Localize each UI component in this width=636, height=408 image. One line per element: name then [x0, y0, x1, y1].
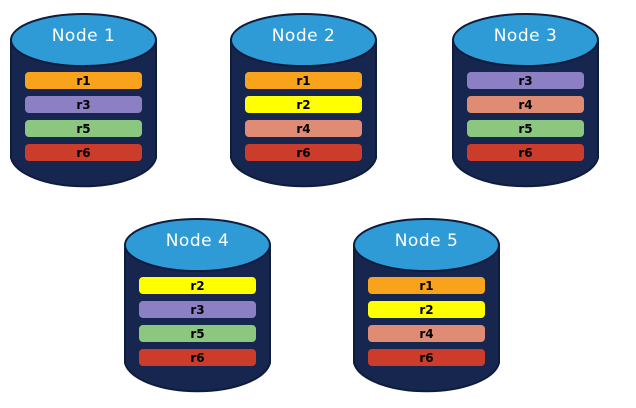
- replica-bar[interactable]: r5: [467, 120, 584, 137]
- replica-bar[interactable]: r6: [368, 349, 485, 366]
- cylinder-top: [124, 218, 271, 272]
- replica-list: r2 r3 r5 r6: [124, 271, 271, 366]
- replica-bar[interactable]: r1: [245, 72, 362, 89]
- replica-bar[interactable]: r4: [245, 120, 362, 137]
- replica-bar[interactable]: r5: [25, 120, 142, 137]
- replica-bar[interactable]: r2: [368, 301, 485, 318]
- replica-bar[interactable]: r4: [368, 325, 485, 342]
- cylinder-top: [353, 218, 500, 272]
- replica-bar[interactable]: r4: [467, 96, 584, 113]
- replica-bar[interactable]: r5: [139, 325, 256, 342]
- replica-bar[interactable]: r6: [467, 144, 584, 161]
- replica-bar[interactable]: r6: [25, 144, 142, 161]
- replica-bar[interactable]: r2: [245, 96, 362, 113]
- cylinder-top: [452, 13, 599, 67]
- replica-bar[interactable]: r1: [25, 72, 142, 89]
- replica-bar[interactable]: r6: [139, 349, 256, 366]
- replica-bar[interactable]: r3: [467, 72, 584, 89]
- replica-bar[interactable]: r2: [139, 277, 256, 294]
- replica-bar[interactable]: r6: [245, 144, 362, 161]
- cylinder-top: [10, 13, 157, 67]
- replica-list: r3 r4 r5 r6: [452, 66, 599, 161]
- replica-bar[interactable]: r3: [25, 96, 142, 113]
- replica-list: r1 r3 r5 r6: [10, 66, 157, 161]
- replica-list: r1 r2 r4 r6: [353, 271, 500, 366]
- replica-bar[interactable]: r1: [368, 277, 485, 294]
- replica-bar[interactable]: r3: [139, 301, 256, 318]
- replica-list: r1 r2 r4 r6: [230, 66, 377, 161]
- cylinder-top: [230, 13, 377, 67]
